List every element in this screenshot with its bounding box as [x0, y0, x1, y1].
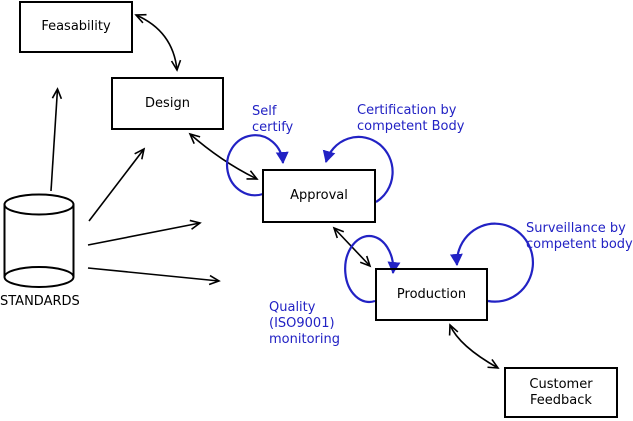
arrow-design-approval: [188, 132, 259, 180]
node-feasability: Feasability: [19, 1, 133, 53]
node-label: Design: [145, 95, 190, 111]
annotation-self-certify: Self certify: [252, 104, 294, 135]
loop-self-certify: [226, 134, 289, 197]
node-label: Approval: [290, 188, 348, 203]
node-label: Customer Feedback: [529, 376, 593, 408]
node-design: Design: [111, 77, 224, 130]
loop-surveillance: [449, 222, 534, 303]
node-approval: Approval: [262, 169, 376, 223]
arrow-standards-to-approval: [87, 219, 202, 246]
loop-quality-monitoring: [344, 234, 401, 304]
standards-label: STANDARDS: [0, 294, 80, 309]
node-label: Production: [396, 286, 467, 302]
node-label: Feasability: [41, 19, 111, 34]
node-customer-feedback: Customer Feedback: [504, 367, 618, 418]
arrow-production-feedback: [448, 323, 500, 369]
standards-cylinder: [3, 193, 75, 288]
arrow-standards-to-feasability: [50, 87, 63, 192]
annotation-certification: Certification by competent Body: [357, 103, 465, 134]
loop-certification: [322, 135, 394, 203]
arrow-standards-to-design: [88, 147, 146, 222]
arrow-feasability-design: [134, 13, 182, 72]
arrow-standards-to-production: [87, 267, 221, 286]
node-production: Production: [375, 268, 488, 321]
annotation-surveillance: Surveillance by competent body: [526, 221, 633, 252]
annotation-quality-monitoring: Quality (ISO9001) monitoring: [269, 300, 340, 347]
